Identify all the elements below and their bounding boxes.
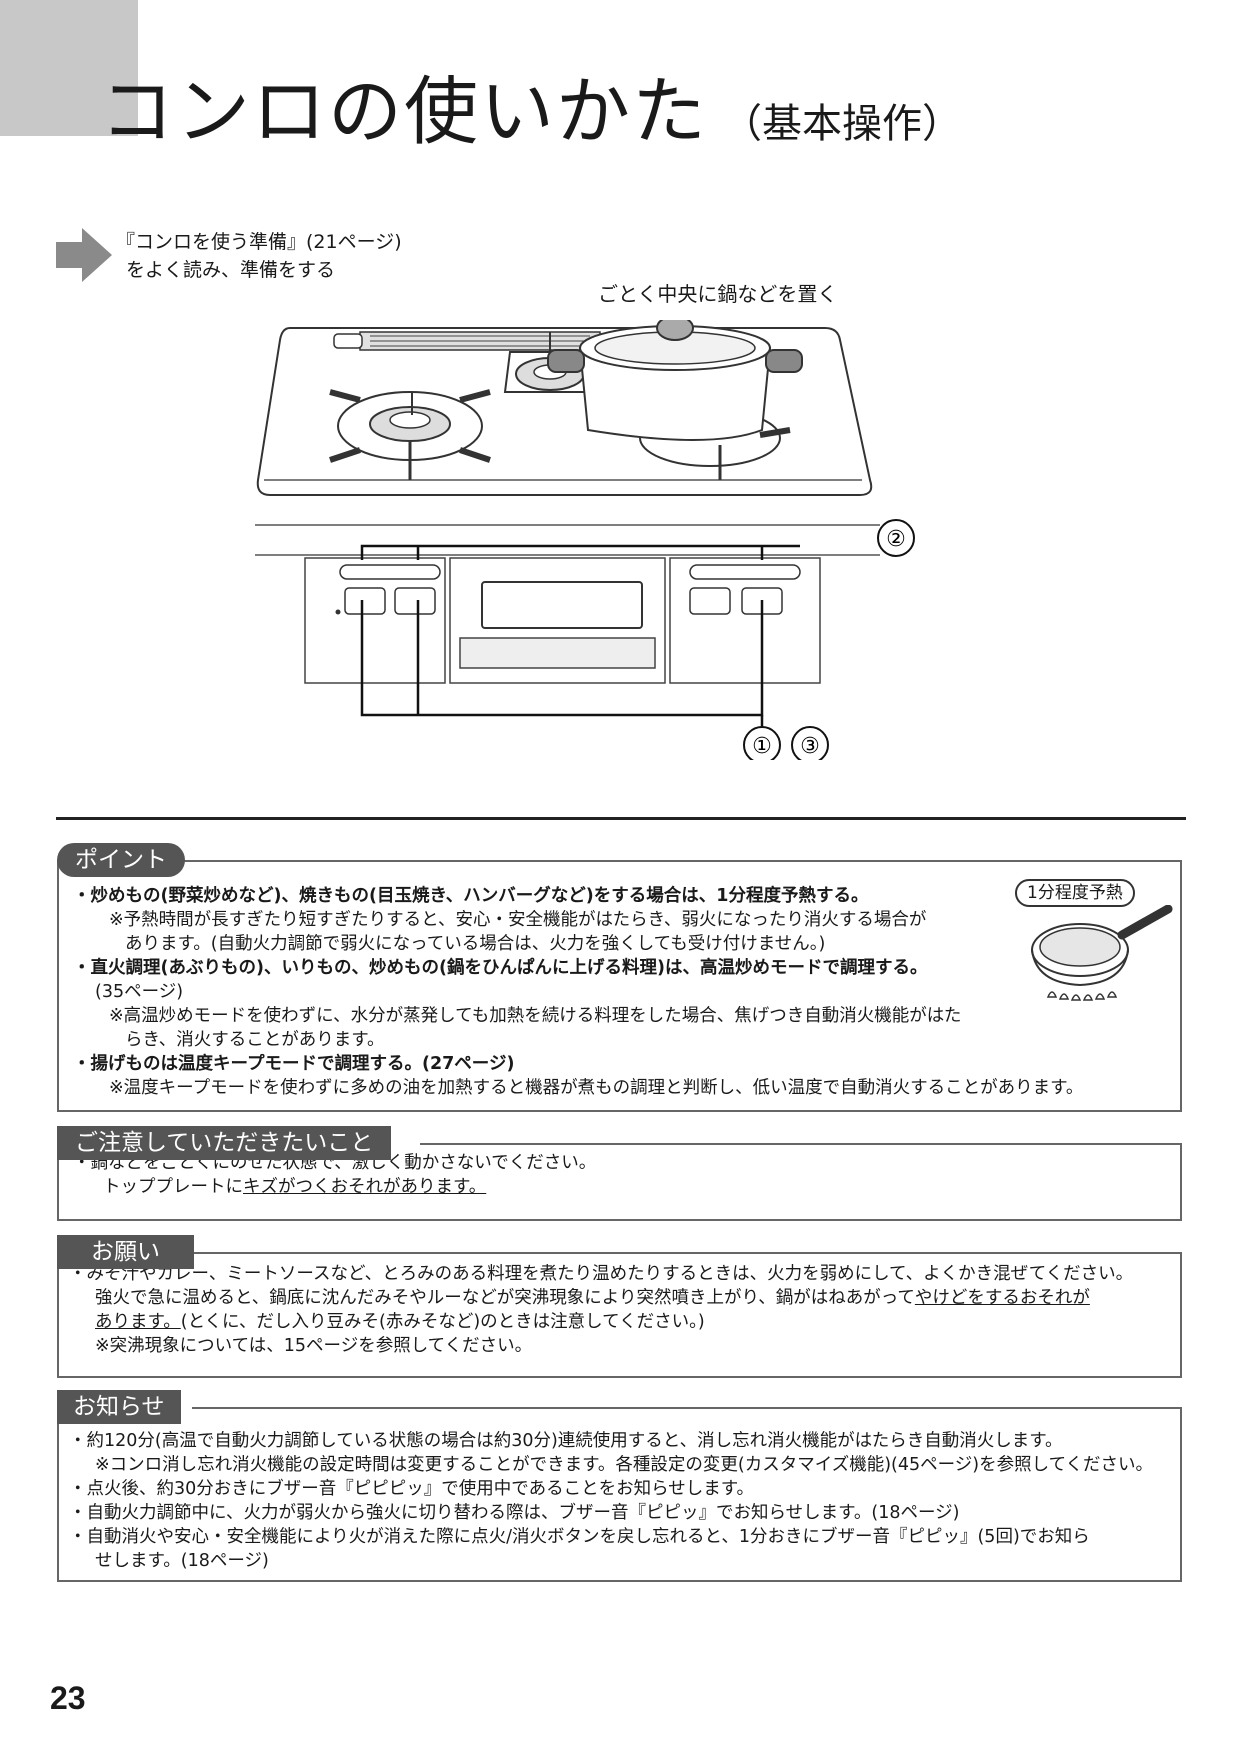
chapter-tab — [0, 0, 138, 136]
point-tab: ポイント — [57, 843, 185, 877]
caution-header-line — [420, 1143, 1182, 1145]
callout-1: ① — [752, 734, 772, 759]
request-header-line — [192, 1252, 1182, 1254]
preheat-badge: 1分程度予熱 — [1015, 879, 1135, 907]
caution-tab: ご注意していただきたいこと — [57, 1126, 392, 1160]
arrow-right-icon — [56, 228, 112, 282]
page-number: 23 — [50, 1680, 86, 1716]
callout-2: ② — [886, 527, 906, 552]
page-subtitle: （基本操作） — [722, 101, 962, 147]
notice-tab: お知らせ — [57, 1390, 181, 1424]
page-title: コンロの使いかた（基本操作） — [100, 69, 962, 155]
notice-header-line — [192, 1407, 1182, 1409]
pot-placement-label: ごとく中央に鍋などを置く — [598, 282, 838, 306]
stove-diagram: ② ① ③ — [255, 320, 915, 760]
burn-warning: やけどをするおそれが — [914, 1288, 1090, 1308]
callout-3: ③ — [800, 734, 820, 759]
request-box: ・みそ汁やカレー、ミートソースなど、とろみのある料理を煮たり温めたりするときは、… — [57, 1252, 1182, 1378]
preparation-note: 『コンロを使う準備』(21ページ) をよく読み、準備をする — [116, 231, 402, 281]
left-burner — [329, 389, 491, 480]
caution-warning: キズがつくおそれがあります。 — [243, 1177, 487, 1197]
pot-icon — [547, 320, 803, 441]
point-box: ・炒めもの(野菜炒めなど)、焼きもの(目玉焼き、ハンバーグなど)をする場合は、1… — [57, 860, 1182, 1112]
request-tab: お願い — [57, 1235, 194, 1269]
notice-box: ・約120分(高温で自動火力調節している状態の場合は約30分)連続使用すると、消… — [57, 1407, 1182, 1582]
frying-pan-icon — [1031, 905, 1173, 1001]
section-divider — [56, 817, 1186, 820]
stove-front-panel — [304, 557, 821, 684]
